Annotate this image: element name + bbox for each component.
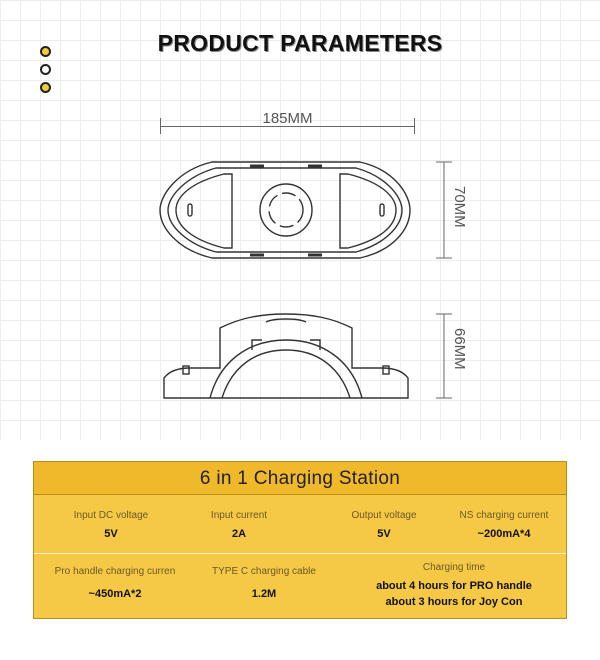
spec-label: TYPE C charging cable [212,566,316,577]
width-dimension: 185MM [160,110,415,134]
spec-value: about 4 hours for PRO handle [376,580,532,592]
product-drawing [159,161,452,399]
spec-label: Input DC voltage [73,510,149,521]
page-title: PRODUCT PARAMETERS [157,30,443,56]
depth-dimension [436,161,452,259]
top-view-drawing [159,161,411,259]
spec-value: 5V [104,528,118,540]
depth-label: 70MM [451,186,468,228]
spec-value: ~450mA*2 [88,588,142,600]
bullet-dot-icon [40,46,51,57]
row-divider [34,553,566,554]
bullet-dot-icon [40,64,51,75]
spec-value: ~200mA*4 [477,528,531,540]
spec-value: about 3 hours for Joy Con [385,596,523,608]
spec-value: 2A [231,528,247,540]
height-dimension [436,313,452,399]
spec-value: 5V [377,528,391,540]
spec-table: 6 in 1 Charging Station Input DC voltage… [33,461,567,619]
spec-table-title: 6 in 1 Charging Station [34,462,566,495]
spec-value: 1.2M [251,588,277,600]
width-label: 185MM [262,110,313,127]
spec-label: Output voltage [351,510,417,521]
spec-label: Input current [210,510,268,521]
spec-label: Charging time [422,562,486,573]
spec-label: Pro handle charging curren [54,566,176,577]
side-view-drawing [163,313,409,399]
height-label: 66MM [451,328,468,370]
spec-label: NS charging current [459,510,549,521]
bullet-dot-icon [40,82,51,93]
